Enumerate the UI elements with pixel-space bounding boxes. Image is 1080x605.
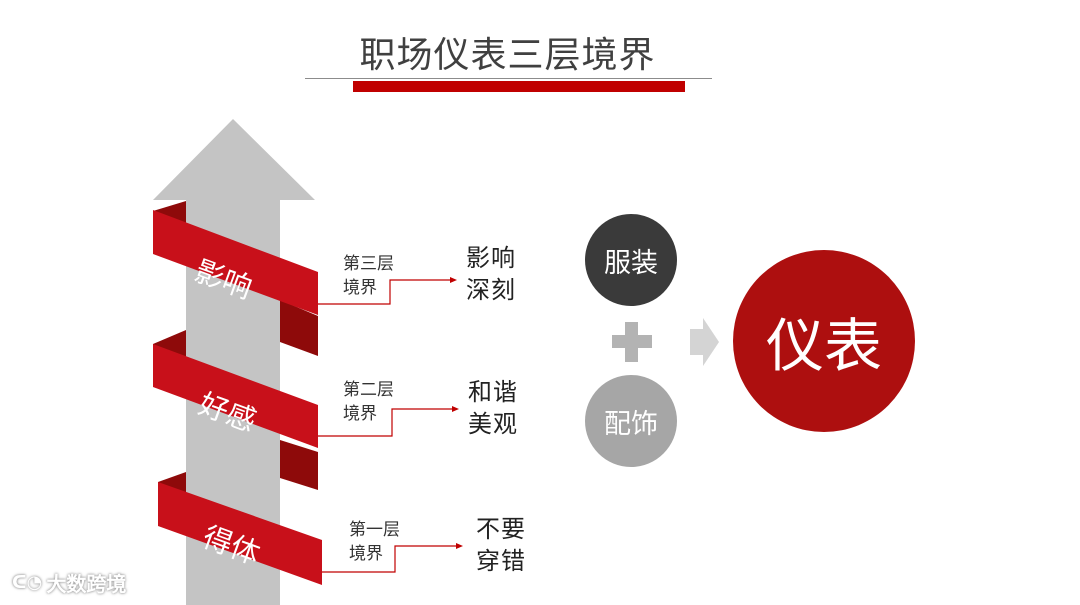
level-3-label-line2: 境界 <box>343 276 394 300</box>
level-3-label-line1: 第三层 <box>343 252 394 276</box>
level-2-label-line1: 第二层 <box>343 378 394 402</box>
watermark-text: 大数跨境 <box>46 568 126 597</box>
level-1-desc-line1: 不要 <box>476 513 526 545</box>
level-3-desc: 影响 深刻 <box>466 242 516 306</box>
level-2-label-line2: 境界 <box>343 402 394 426</box>
clothing-circle: 服装 <box>585 214 677 306</box>
accessory-circle: 配饰 <box>585 375 677 467</box>
level-1-desc-line2: 穿错 <box>476 545 526 577</box>
watermark-logo: ᑕ◔ 大数跨境 <box>12 568 126 597</box>
level-1-label: 第一层 境界 <box>349 518 400 566</box>
right-arrow-icon <box>690 318 719 366</box>
level-3-label: 第三层 境界 <box>343 252 394 300</box>
level-2-desc-line1: 和谐 <box>468 376 518 408</box>
plus-icon <box>612 322 652 362</box>
level-3-desc-line2: 深刻 <box>466 274 516 306</box>
level-1-label-line1: 第一层 <box>349 518 400 542</box>
level-3-desc-line1: 影响 <box>466 242 516 274</box>
level-2-label: 第二层 境界 <box>343 378 394 426</box>
level-1-desc: 不要 穿错 <box>476 513 526 577</box>
logo-icon: ᑕ◔ <box>12 572 42 593</box>
result-circle: 仪表 <box>733 250 915 432</box>
level-1-label-line2: 境界 <box>349 542 400 566</box>
level-2-desc: 和谐 美观 <box>468 376 518 440</box>
level-2-desc-line2: 美观 <box>468 408 518 440</box>
